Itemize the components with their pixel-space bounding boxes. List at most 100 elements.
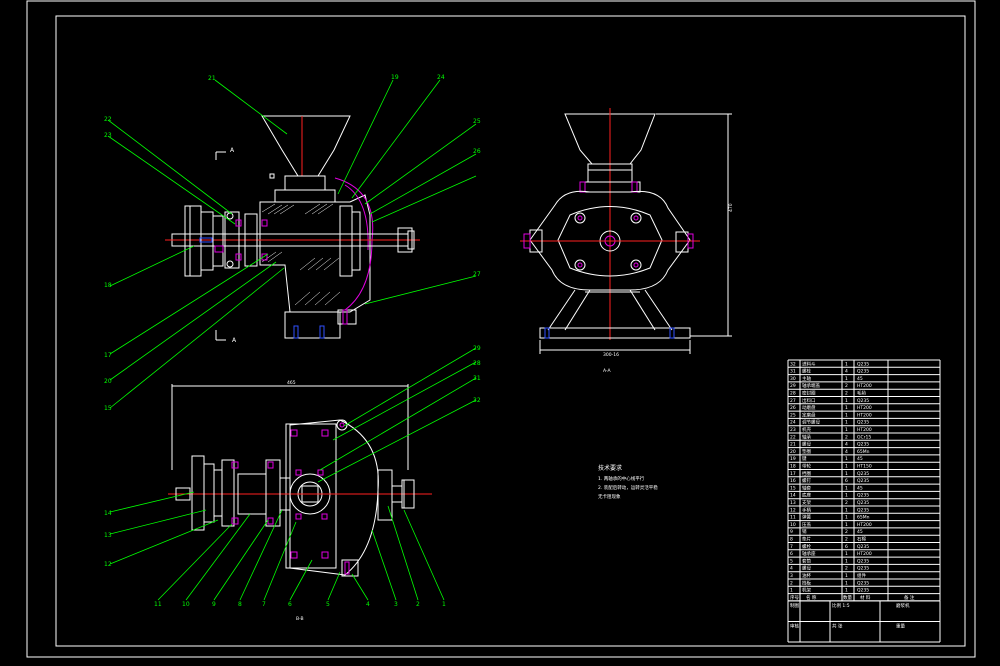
part-row-mat: Q235 [857,588,869,594]
balloon-4: 4 [366,601,370,608]
part-row-qty: 4 [845,442,848,448]
part-row-qty: 1 [845,580,848,586]
part-row-qty: 1 [845,485,848,491]
part-row-name: 轴承端盖 [802,382,820,389]
part-row-mat: 毛毡 [857,390,866,397]
balloon-20: 20 [104,378,112,385]
tech-req-title: 技术要求 [598,464,622,472]
part-row-no: 7 [790,544,793,550]
part-row-name: 出料口 [802,397,816,404]
part-row-mat: Q235 [857,361,869,367]
part-row-mat: Q235 [857,493,869,499]
balloon-13: 13 [104,532,112,539]
sign-checked: 审核 [790,622,799,629]
main-section-view: A A [165,115,420,344]
balloon-14: 14 [104,510,112,517]
part-row-name: 密封圈 [802,390,816,397]
tech-req-line1: 1. 两轴承的中心线平行 [598,475,645,482]
part-row-no: 21 [790,442,796,448]
balloon-9: 9 [212,601,216,608]
part-row-name: 带轮 [802,463,811,470]
part-row-name: 弹簧 [802,514,811,521]
part-row-no: 19 [790,456,796,462]
part-row-no: 29 [790,383,796,389]
bb-pulley [191,455,205,531]
part-row-qty: 1 [845,573,848,579]
part-row-no: 14 [790,493,796,499]
part-row-mat: HT200 [857,383,872,389]
tech-req-line2: 2. 装配后转动，运转灵活平稳 [598,484,658,491]
header-mat: 材 料 [860,594,871,601]
technical-requirements: 技术要求 1. 两轴承的中心线平行 2. 装配后转动，运转灵活平稳 无卡阻现象 [598,464,658,500]
part-row-qty: 1 [845,361,848,367]
part-row-name: 螺栓 [802,368,811,375]
part-row-no: 13 [790,500,796,506]
dim-height-right: 470 [728,203,734,212]
part-row-no: 3 [790,573,793,579]
balloon-22: 22 [104,116,112,123]
part-row-mat: 组件 [857,572,866,579]
part-row-no: 17 [790,471,796,477]
part-row-mat: GCr15 [857,434,871,440]
part-row-name: 油杯 [802,572,811,579]
balloon-23: 23 [104,132,112,139]
part-row-no: 24 [790,420,796,426]
part-row-qty: 6 [845,544,848,550]
part-row-no: 23 [790,427,796,433]
part-row-qty: 1 [845,558,848,564]
part-row-qty: 2 [845,391,848,397]
part-row-no: 26 [790,405,796,411]
sign-drawn: 制图 [790,602,799,609]
balloon-31: 31 [473,375,481,382]
part-row-qty: 1 [845,405,848,411]
part-row-name: 销 [802,528,807,535]
part-row-mat: HT200 [857,551,872,557]
part-row-qty: 1 [845,551,848,557]
side-housing [529,190,691,291]
part-row-name: 轴承座 [802,550,816,557]
part-row-qty: 6 [845,478,848,484]
part-row-qty: 2 [845,434,848,440]
header-qty: 数量 [843,594,852,601]
balloon-5: 5 [326,601,330,608]
part-row-name: 螺栓 [802,543,811,550]
balloon-21: 21 [208,75,216,82]
drawing-name: 磨浆机 [896,602,910,609]
balloon-25: 25 [473,118,481,125]
section-a-bottom: A [232,337,237,344]
part-row-no: 1 [790,588,793,594]
weight-text: 重量 [896,622,905,629]
balloon-6: 6 [288,601,292,608]
side-view-aa: 300-16 470 A-A [520,108,734,374]
part-row-name: 轴套 [802,484,811,491]
part-row-mat: 45 [857,376,863,382]
part-row-mat: HT200 [857,522,872,528]
part-row-no: 6 [790,551,793,557]
part-row-mat: Q235 [857,544,869,550]
part-row-no: 32 [790,361,796,367]
part-row-no: 11 [790,515,796,521]
header-no: 序号 [790,594,799,601]
side-base [539,327,691,339]
part-row-no: 2 [790,580,793,586]
main-view-leaders: 21 22 23 19 24 25 26 18 27 17 20 15 [104,74,481,412]
balloon-1: 1 [442,601,446,608]
part-row-qty: 1 [845,507,848,513]
balloon-15: 15 [104,405,112,412]
part-row-no: 16 [790,478,796,484]
part-row-mat: Q235 [857,398,869,404]
part-row-no: 9 [790,529,793,535]
outer-frame [26,0,976,658]
part-row-mat: HT200 [857,427,872,433]
part-row-name: 支架 [802,499,811,506]
balloon-29: 29 [473,345,481,352]
part-row-name: 手柄 [802,506,811,513]
inner-frame [55,15,966,647]
balloon-12: 12 [104,561,112,568]
part-row-mat: HT150 [857,464,872,470]
part-row-name: 动磨盘 [802,404,816,411]
part-row-mat: HT200 [857,405,872,411]
balloon-3: 3 [394,601,398,608]
